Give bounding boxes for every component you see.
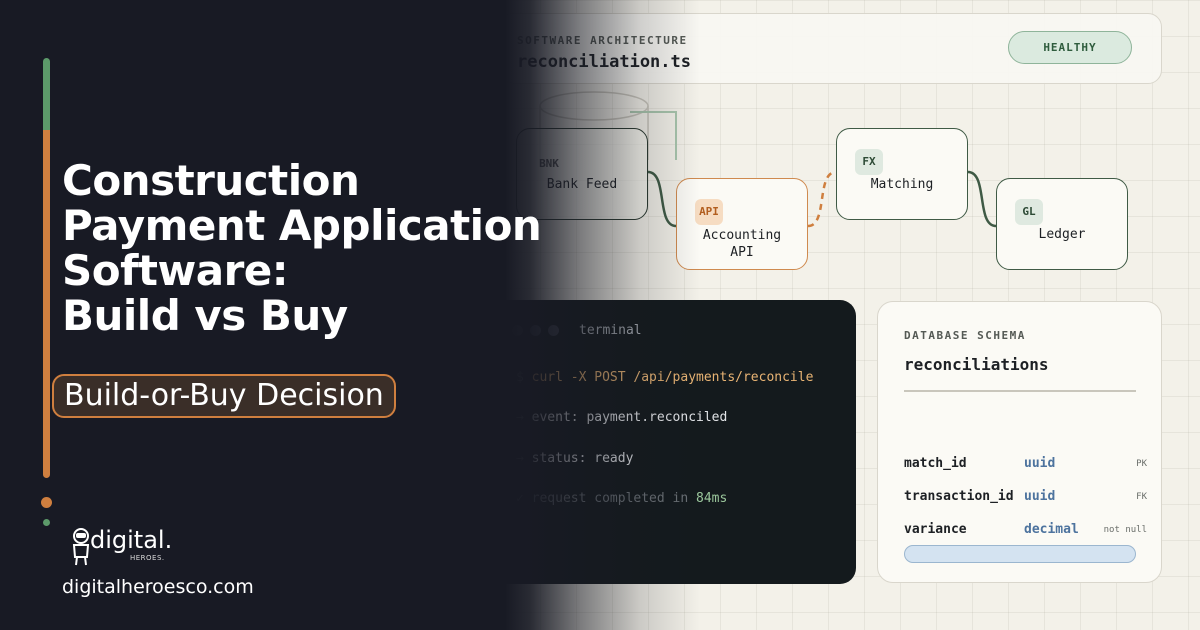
- node-api-label: Accounting API: [677, 227, 807, 261]
- hero-title-line: Payment Application: [62, 201, 542, 250]
- node-api-label-line1: Accounting: [702, 228, 782, 243]
- accent-bar: [43, 58, 50, 478]
- schema-column-type: uuid: [1024, 489, 1056, 504]
- node-api-chip: API: [695, 199, 723, 225]
- node-gl-chip: GL: [1015, 199, 1043, 225]
- node-bank-label: Bank Feed: [546, 177, 618, 192]
- terminal-completed-line: ✓ request completed in 84ms: [516, 491, 727, 506]
- terminal-dot-icon: [548, 325, 559, 336]
- schema-column-name: variance: [904, 522, 967, 537]
- schema-column-type: decimal: [1024, 522, 1079, 537]
- terminal-command: curl -X POST /api/payments/reconcile: [531, 370, 814, 385]
- architecture-file-name: reconciliation.ts: [517, 52, 691, 72]
- hero-title-line: Construction: [62, 156, 360, 205]
- terminal-arrow-icon: →: [516, 451, 524, 466]
- terminal-prompt: $: [516, 370, 524, 385]
- schema-table-name: reconciliations: [904, 355, 1049, 374]
- node-bank-chip: BNK: [539, 157, 559, 170]
- schema-row: transaction_id uuid FK: [878, 489, 1163, 509]
- node-api-label-line2: API: [730, 245, 754, 260]
- terminal-event-line: → event: payment.reconciled: [516, 410, 727, 425]
- schema-column-name: transaction_id: [904, 489, 1014, 504]
- database-schema-card: DATABASE SCHEMA reconciliations match_id…: [877, 301, 1162, 583]
- hero-title-line: Software:: [62, 246, 289, 295]
- schema-column-key: FK: [1136, 492, 1147, 502]
- terminal-completed-time: 84ms: [696, 491, 728, 506]
- terminal-dot-icon: [530, 325, 541, 336]
- node-ledger[interactable]: GL Ledger: [996, 178, 1128, 270]
- terminal-status-text: status: ready: [531, 451, 634, 466]
- schema-column-key: not null: [1103, 525, 1147, 535]
- terminal-completed-text: request completed in: [531, 491, 689, 506]
- schema-divider: [904, 390, 1136, 392]
- node-gl-label: Ledger: [1038, 227, 1086, 242]
- brand-subtitle: HEROES.: [130, 554, 165, 562]
- terminal-arrow-icon: →: [516, 410, 524, 425]
- schema-column-type: uuid: [1024, 456, 1056, 471]
- node-fx-chip: FX: [855, 149, 883, 175]
- schema-column-name: match_id: [904, 456, 967, 471]
- decision-badge: Build-or-Buy Decision: [52, 374, 396, 418]
- schema-highlight-bar: [904, 545, 1136, 563]
- brand-name: digital.: [90, 526, 173, 554]
- website-url[interactable]: digitalheroesco.com: [62, 576, 254, 598]
- hero-title-line: Build vs Buy: [62, 291, 348, 340]
- terminal-status-line: → status: ready: [516, 451, 633, 466]
- terminal-command-line: $ curl -X POST /api/payments/reconcile: [516, 370, 813, 385]
- terminal-window: terminal $ curl -X POST /api/payments/re…: [488, 300, 856, 584]
- terminal-check-icon: ✓: [516, 491, 524, 506]
- architecture-section-label: SOFTWARE ARCHITECTURE: [517, 34, 688, 47]
- node-fx-label: Matching: [870, 177, 934, 192]
- schema-row: match_id uuid PK: [878, 456, 1163, 476]
- schema-section-label: DATABASE SCHEMA: [904, 329, 1026, 342]
- architecture-header-card: SOFTWARE ARCHITECTURE reconciliation.ts …: [500, 13, 1162, 84]
- node-accounting-api[interactable]: API Accounting API: [676, 178, 808, 270]
- accent-dot-orange: [41, 497, 52, 508]
- hero-title: Construction Payment Application Softwar…: [62, 156, 542, 340]
- astronaut-mascot-icon: [72, 528, 90, 566]
- terminal-title: terminal: [579, 323, 642, 338]
- schema-row: variance decimal not null: [878, 522, 1163, 542]
- terminal-event-text: event: payment.reconciled: [531, 410, 728, 425]
- health-status-badge: HEALTHY: [1008, 31, 1132, 64]
- node-matching[interactable]: FX Matching: [836, 128, 968, 220]
- accent-dot-green: [43, 519, 50, 526]
- schema-column-key: PK: [1136, 459, 1147, 469]
